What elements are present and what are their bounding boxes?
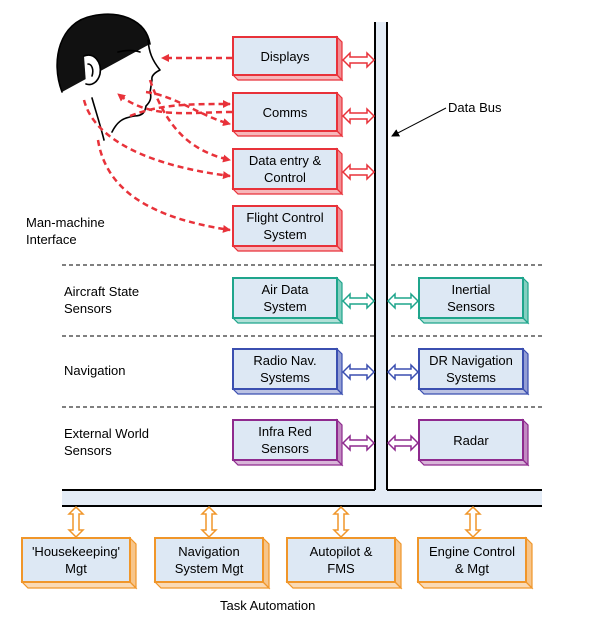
engine-control-box: Engine Control & Mgt [418,538,526,582]
comms-shape [231,91,344,138]
infra-red-shape [231,418,344,467]
autopilot-box: Autopilot & FMS [287,538,395,582]
housekeeping-box: 'Housekeeping' Mgt [22,538,130,582]
data-bus-pointer-arrow [391,107,447,137]
autopilot-label: Autopilot & FMS [309,544,373,576]
human-head-icon [56,13,161,141]
inertial-label: Inertial Sensors [447,282,495,314]
comms-box: Comms [233,93,337,131]
displays-box: Displays [233,37,337,75]
external-world-sensors-label: External World Sensors [64,426,150,458]
data-entry-box: Data entry & Control [233,149,337,189]
radio-nav-bus-arrow [341,363,376,381]
man-machine-interface-label: Man-machine Interface [26,215,105,247]
housekeeping-label: 'Housekeeping' Mgt [31,544,121,576]
engine-control-bus-arrow [464,505,482,539]
displays-shape [231,35,344,82]
dr-nav-shape [417,347,530,396]
link-head-to-comms [145,90,231,127]
data-entry-label: Data entry & Control [248,153,322,185]
infra-red-bus-arrow [341,434,376,452]
aircraft-state-sensors-label: Aircraft State Sensors [64,284,140,316]
navigation-label: Navigation [64,363,126,378]
radio-nav-box: Radio Nav. Systems [233,349,337,389]
flight-control-label: Flight Control System [246,210,324,242]
link-eye-to-data-entry [148,79,231,163]
link-speech-to-comms [129,100,231,118]
system-boxes [20,35,534,590]
displays-label: Displays [260,48,310,64]
infra-red-label: Infra Red Sensors [258,424,312,456]
nav-system-mgt-bus-arrow [200,505,218,539]
dr-nav-label: DR Navigation Systems [429,353,513,385]
task-automation-label: Task Automation [220,598,316,613]
nav-system-mgt-label: Navigation System Mgt [174,544,244,576]
autopilot-bus-arrow [332,505,350,539]
radar-box: Radar [419,420,523,460]
radio-nav-label: Radio Nav. Systems [253,353,317,385]
comms-bus-arrow [341,107,376,125]
engine-control-shape [416,536,534,590]
dr-nav-box: DR Navigation Systems [419,349,523,389]
housekeeping-shape [20,536,138,590]
inertial-shape [417,276,530,325]
infra-red-box: Infra Red Sensors [233,420,337,460]
radar-shape [417,418,530,467]
inertial-box: Inertial Sensors [419,278,523,318]
nav-system-mgt-shape [153,536,271,590]
autopilot-shape [285,536,403,590]
nav-system-mgt-box: Navigation System Mgt [155,538,263,582]
inertial-bus-arrow [386,292,420,310]
data-bus-label: Data Bus [448,100,502,115]
data-entry-shape [231,147,344,196]
link-head-to-flight-control [96,139,231,233]
comms-label: Comms [262,104,308,120]
link-comms-to-ear [117,93,233,115]
air-data-label: Air Data System [261,282,309,314]
displays-bus-arrow [341,51,376,69]
data-entry-bus-arrow [341,163,376,181]
horizontal-data-bus [62,490,542,506]
housekeeping-bus-arrow [67,505,85,539]
bus-connection-arrows [67,51,482,539]
air-data-shape [231,276,344,325]
flight-control-shape [231,204,344,253]
air-data-box: Air Data System [233,278,337,318]
flight-control-box: Flight Control System [233,206,337,246]
link-head-to-data-entry [82,99,231,180]
air-data-bus-arrow [341,292,376,310]
interface-links [82,54,233,233]
radio-nav-shape [231,347,344,396]
radar-label: Radar [453,432,489,448]
dr-nav-bus-arrow [386,363,420,381]
vertical-data-bus [375,22,387,500]
radar-bus-arrow [386,434,420,452]
engine-control-label: Engine Control & Mgt [429,544,515,576]
